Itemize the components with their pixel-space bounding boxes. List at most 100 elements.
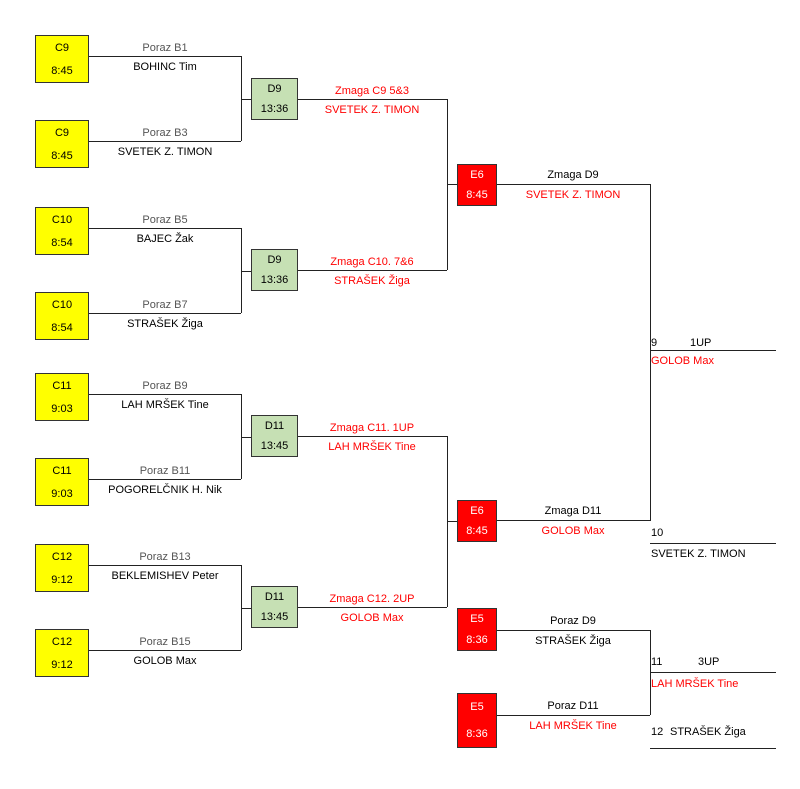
match-source: Poraz B9 (142, 380, 188, 392)
bracket-line (89, 228, 241, 229)
match-score: 3UP (698, 656, 720, 668)
match-time: 8:45 (51, 149, 73, 162)
match-code: D11 (264, 420, 285, 432)
player-name: GOLOB Max (133, 655, 197, 667)
place-number: 11 (651, 656, 663, 668)
match-box-round1: C10 8:54 (35, 292, 89, 340)
bracket-line (89, 56, 241, 57)
match-code: D11 (264, 591, 285, 603)
bracket-line (298, 436, 447, 437)
match-score: 1UP (690, 337, 712, 349)
match-time: 8:45 (466, 525, 488, 537)
winner-name: LAH MRŠEK Tine (328, 441, 416, 453)
player-name: BOHINC Tim (133, 61, 197, 73)
winner-name: GOLOB Max (340, 612, 404, 624)
match-code: D9 (267, 83, 282, 95)
match-box-round2: D11 13:45 (251, 415, 298, 457)
match-source: Poraz B15 (139, 636, 191, 648)
bracket-line (650, 184, 651, 521)
bracket-line (241, 436, 251, 438)
bracket-line (497, 630, 650, 631)
match-source: Poraz D9 (550, 615, 596, 627)
match-code: C11 (52, 379, 72, 392)
player-name: STRAŠEK Žiga (535, 635, 611, 647)
match-time: 13:45 (260, 440, 289, 452)
bracket-line (89, 141, 241, 142)
match-box-round1: C9 8:45 (35, 120, 89, 168)
bracket-line (241, 270, 251, 272)
match-source: Poraz B11 (139, 465, 191, 477)
bracket-line (298, 270, 447, 271)
player-name: BEKLEMISHEV Peter (111, 570, 219, 582)
match-result: Zmaga C9 5&3 (335, 85, 409, 97)
match-box-round3: E6 8:45 (457, 164, 497, 206)
bracket-line (89, 565, 241, 566)
player-name: BAJEC Žak (136, 233, 194, 245)
match-code: C9 (54, 41, 70, 54)
bracket-line (497, 520, 650, 521)
bracket-line (497, 184, 650, 185)
place-number: 12 (651, 726, 664, 738)
match-code: C12 (51, 550, 73, 563)
player-name: LAH MRŠEK Tine (121, 399, 209, 411)
match-time: 9:12 (51, 573, 73, 586)
match-code: C9 (54, 126, 70, 139)
match-source: Zmaga D9 (547, 169, 599, 181)
bracket-line (497, 715, 650, 716)
match-result: Zmaga C11. 1UP (329, 422, 415, 434)
match-code: E5 (470, 701, 484, 714)
match-source: Poraz B3 (142, 127, 188, 139)
match-box-round1: C12 9:12 (35, 544, 89, 592)
match-time: 8:45 (51, 64, 73, 77)
match-source: Poraz B1 (142, 42, 188, 54)
winner-name: GOLOB Max (651, 355, 714, 367)
placing-line (650, 672, 776, 673)
placing-line (650, 748, 776, 749)
winner-name: LAH MRŠEK Tine (529, 720, 617, 732)
match-time: 8:45 (466, 189, 488, 201)
winner-name: LAH MRŠEK Tine (651, 678, 739, 690)
match-time: 13:36 (260, 274, 289, 286)
match-source: Zmaga D11 (544, 505, 602, 517)
winner-name: SVETEK Z. TIMON (324, 104, 420, 116)
bracket-line (89, 479, 241, 480)
bracket-line (447, 521, 457, 522)
winner-name: SVETEK Z. TIMON (525, 189, 621, 201)
match-time: 8:36 (466, 727, 488, 740)
match-code: C12 (51, 635, 73, 648)
match-source: Poraz B5 (142, 214, 188, 226)
match-result: Zmaga C10. 7&6 (330, 256, 414, 268)
bracket-line (89, 650, 241, 651)
match-time: 8:54 (51, 321, 73, 334)
match-time: 13:36 (260, 103, 289, 115)
winner-name: STRAŠEK Žiga (334, 275, 410, 287)
player-name: STRAŠEK Žiga (670, 726, 746, 738)
player-name: SVETEK Z. TIMON (651, 548, 746, 560)
match-source: Poraz D11 (547, 700, 599, 712)
match-code: E5 (470, 613, 484, 626)
match-box-round1: C12 9:12 (35, 629, 89, 677)
match-time: 9:12 (51, 658, 73, 671)
player-name: SVETEK Z. TIMON (117, 146, 213, 158)
bracket-line (298, 99, 447, 100)
match-code: C11 (52, 464, 72, 477)
bracket-line (89, 313, 241, 314)
place-number: 10 (651, 527, 664, 539)
match-source: Poraz B13 (139, 551, 191, 563)
match-source: Poraz B7 (142, 299, 188, 311)
player-name: POGORELČNIK H. Nik (108, 484, 222, 496)
match-code: C10 (51, 298, 73, 311)
bracket-line (241, 607, 251, 609)
placing-line (650, 350, 776, 351)
match-code: E6 (470, 169, 484, 181)
bracket-line (89, 394, 241, 395)
match-code: C10 (51, 213, 73, 226)
